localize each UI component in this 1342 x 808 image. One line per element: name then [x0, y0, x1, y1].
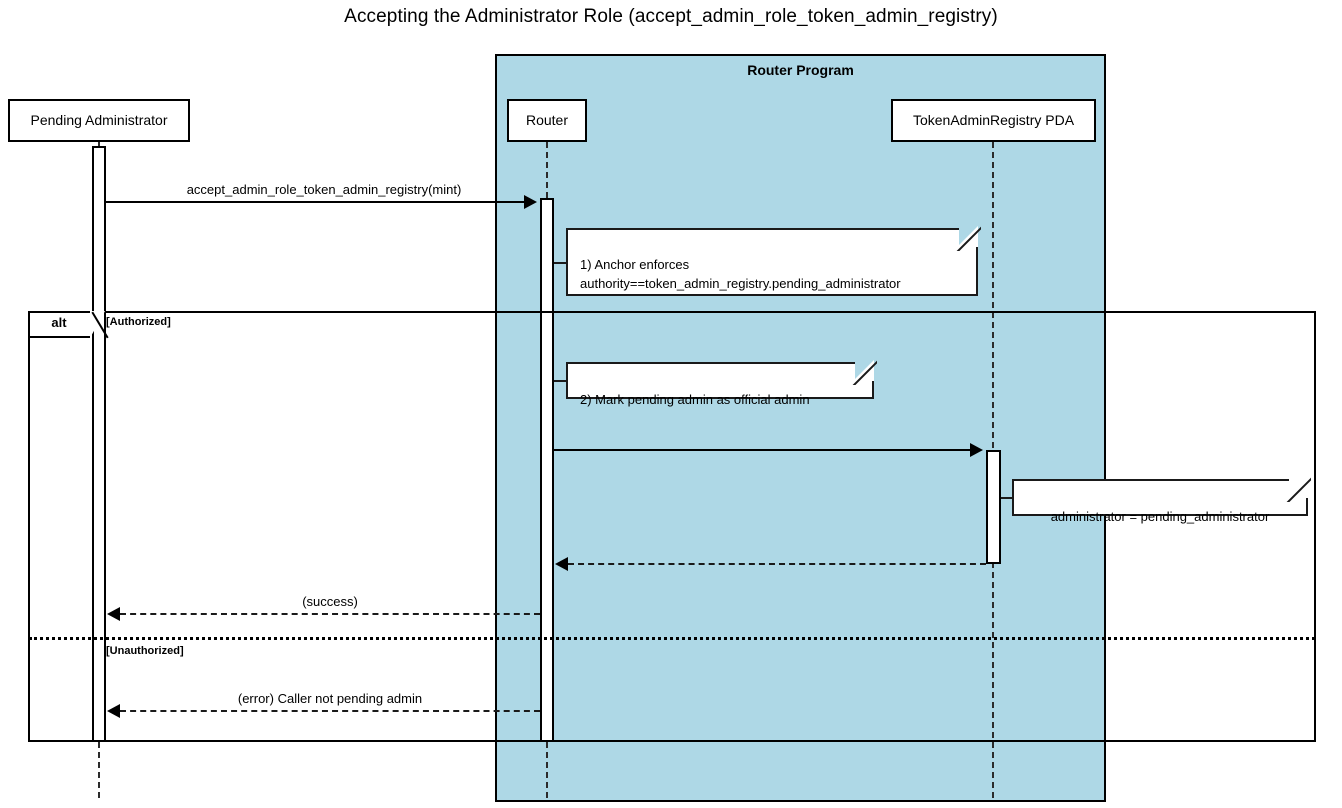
alt-fragment-divider [29, 637, 1315, 640]
message-line-call-accept-admin-role [106, 201, 526, 203]
note-anchor-enforces: 1) Anchor enforces authority==token_admi… [566, 225, 981, 296]
note-text-administrator-assignment: administrator = pending_administrator [1050, 508, 1270, 524]
page-title: Accepting the Administrator Role (accept… [344, 6, 998, 27]
note-text-anchor-enforces: 1) Anchor enforces authority==token_admi… [580, 256, 901, 291]
participant-label-token-admin-registry-pda: TokenAdminRegistry PDA [912, 112, 1075, 129]
note-fold-edge-anchor-enforces [955, 225, 981, 251]
note-stem-administrator-assignment [1001, 497, 1013, 499]
message-label-return-error: (error) Caller not pending admin [237, 691, 423, 706]
alt-fragment-tab [28, 311, 90, 338]
note-fold-edge-mark-pending-admin [851, 359, 877, 385]
note-fold-icon-administrator-assignment [1287, 477, 1308, 498]
arrow-head-icon-call-accept-admin-role [524, 195, 537, 209]
participant-token-admin-registry-pda[interactable]: TokenAdminRegistry PDA [891, 99, 1096, 142]
message-line-return-success [120, 613, 540, 615]
note-stem-mark-pending-admin [554, 380, 568, 382]
message-line-call-update-registry [554, 449, 972, 451]
note-fold-icon-mark-pending-admin [853, 360, 874, 381]
alt-fragment-operator-label: alt [51, 315, 67, 330]
note-administrator-assignment: administrator = pending_administrator [1012, 476, 1311, 524]
message-line-return-error [120, 710, 540, 712]
note-text-mark-pending-admin: 2) Mark pending admin as official admin [580, 391, 810, 407]
note-stem-anchor-enforces [554, 262, 568, 264]
arrow-head-icon-call-update-registry [970, 443, 983, 457]
participant-router[interactable]: Router [507, 99, 587, 142]
message-label-return-success: (success) [302, 594, 358, 609]
message-line-return-registry-updated [568, 563, 986, 565]
message-label-call-accept-admin-role: accept_admin_role_token_admin_registry(m… [186, 182, 462, 197]
participant-label-pending-administrator: Pending Administrator [30, 112, 168, 129]
alt-fragment-box [28, 311, 1316, 742]
arrow-head-icon-return-registry-updated [555, 557, 568, 571]
alt-fragment-tab-notch [90, 311, 105, 338]
group-box-router-program [495, 54, 1106, 802]
arrow-head-icon-return-success [107, 607, 120, 621]
alt-fragment-guard-unauthorized: [Unauthorized] [106, 645, 184, 657]
alt-fragment-guard-authorized: [Authorized] [106, 316, 171, 328]
activation-bar-token-admin-registry-pda [986, 450, 1001, 564]
participant-label-router: Router [525, 112, 569, 129]
note-fold-icon-anchor-enforces [957, 226, 978, 247]
group-label-router-program: Router Program [747, 62, 854, 78]
note-fold-edge-administrator-assignment [1285, 476, 1311, 502]
participant-pending-administrator[interactable]: Pending Administrator [8, 99, 190, 142]
arrow-head-icon-return-error [107, 704, 120, 718]
note-mark-pending-admin: 2) Mark pending admin as official admin [566, 359, 877, 407]
